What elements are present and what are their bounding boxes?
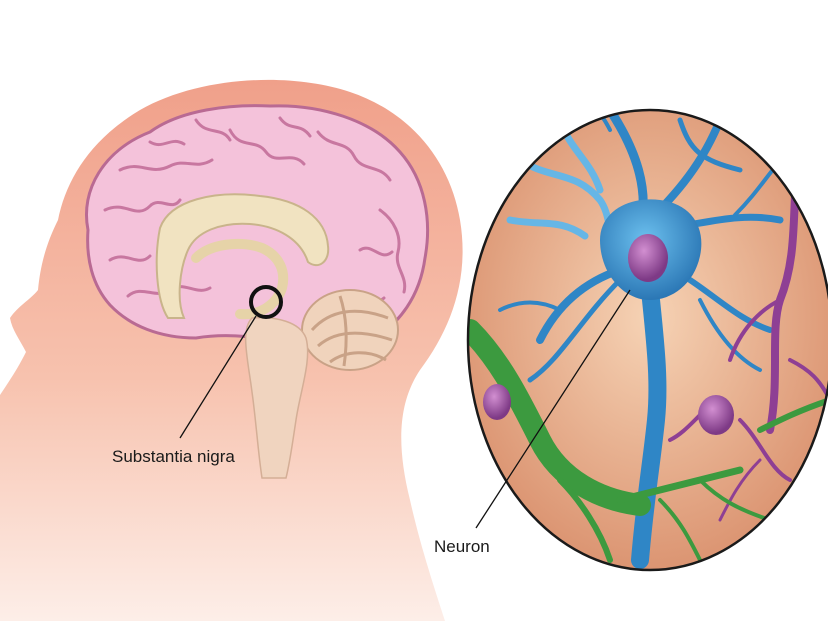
brain-gyri	[103, 116, 407, 304]
neuron-inset	[466, 108, 828, 572]
substantia-nigra-leader	[179, 315, 257, 439]
neuron-leader	[475, 289, 631, 529]
substantia-nigra-label: Substantia nigra	[112, 447, 235, 466]
neuron-label: Neuron	[434, 537, 490, 556]
cerebellum	[301, 289, 399, 371]
green-neuron	[468, 319, 828, 563]
neuron-nucleus	[628, 234, 668, 282]
brainstem	[244, 316, 309, 479]
substantia-nigra-marker	[249, 285, 283, 319]
green-neuron-nucleus	[483, 384, 511, 420]
purple-neuron-body	[698, 395, 734, 435]
fornix	[191, 238, 289, 320]
corpus-callosum	[155, 193, 330, 319]
inset-border	[466, 108, 828, 572]
